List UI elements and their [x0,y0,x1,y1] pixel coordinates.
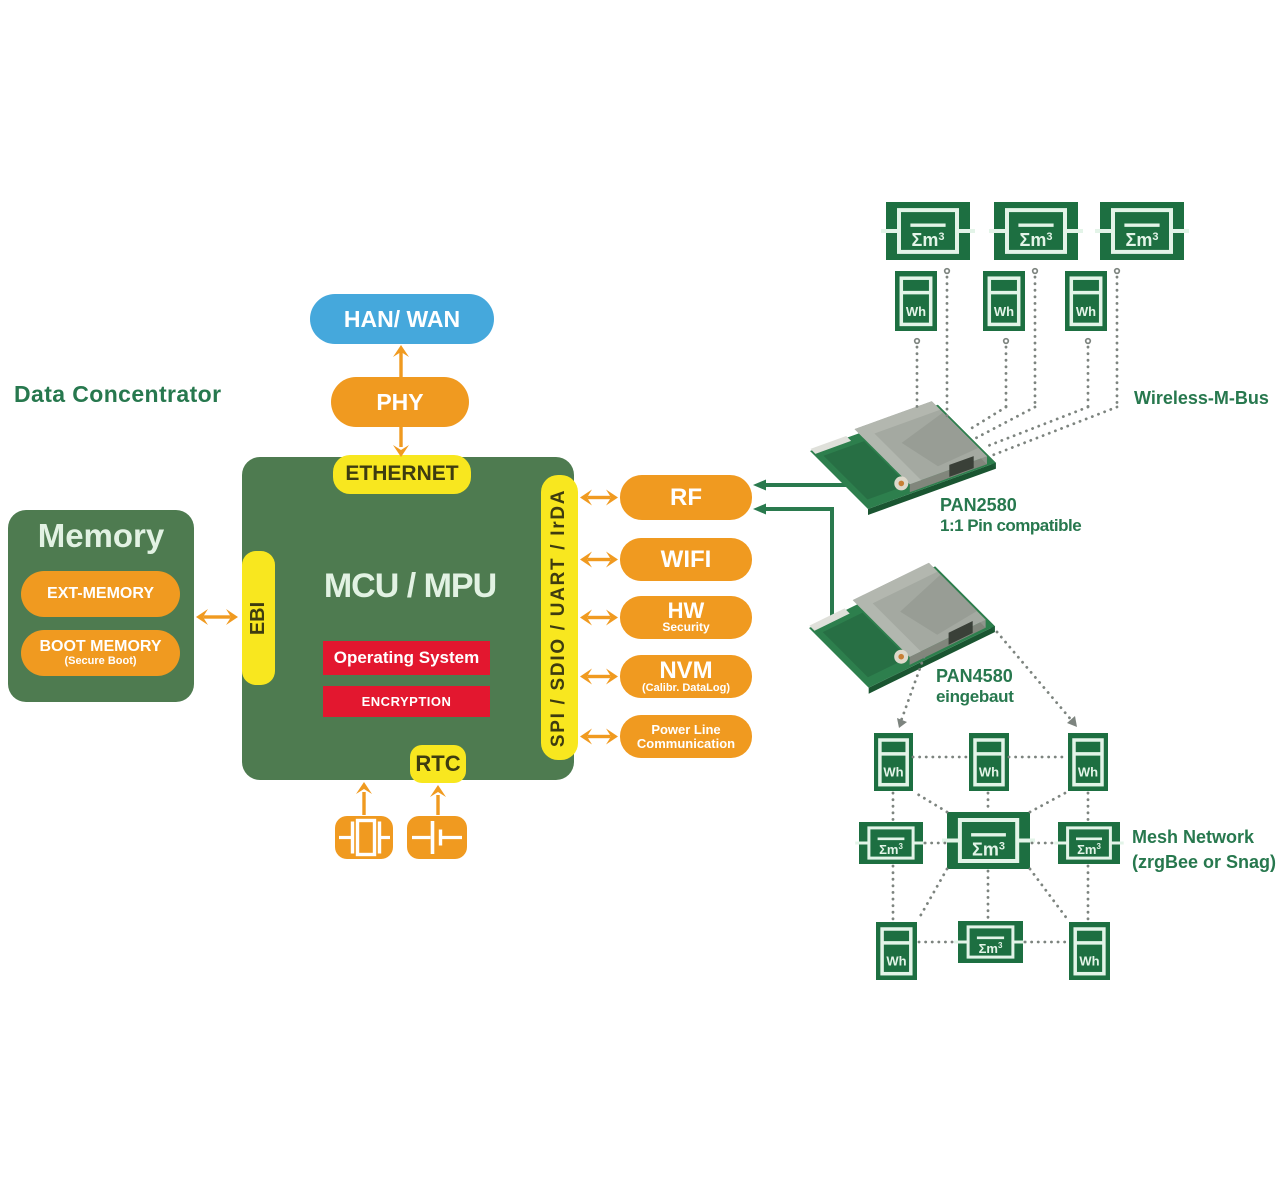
svg-text:Wh: Wh [883,765,903,780]
svg-text:Wh: Wh [1076,304,1096,319]
svg-text:Σm3: Σm3 [1020,230,1053,250]
svg-text:Σm3: Σm3 [912,230,945,250]
svg-text:Σm3: Σm3 [979,941,1003,956]
svg-text:Wh: Wh [886,954,906,969]
svg-text:Σm3: Σm3 [879,842,903,857]
svg-text:Σm3: Σm3 [972,839,1005,859]
svg-text:Wh: Wh [979,765,999,780]
svg-text:Wh: Wh [1079,954,1099,969]
svg-text:Wh: Wh [994,304,1014,319]
svg-text:Σm3: Σm3 [1077,842,1101,857]
svg-text:Wh: Wh [906,304,926,319]
svg-text:Σm3: Σm3 [1126,230,1159,250]
svg-text:Wh: Wh [1078,765,1098,780]
